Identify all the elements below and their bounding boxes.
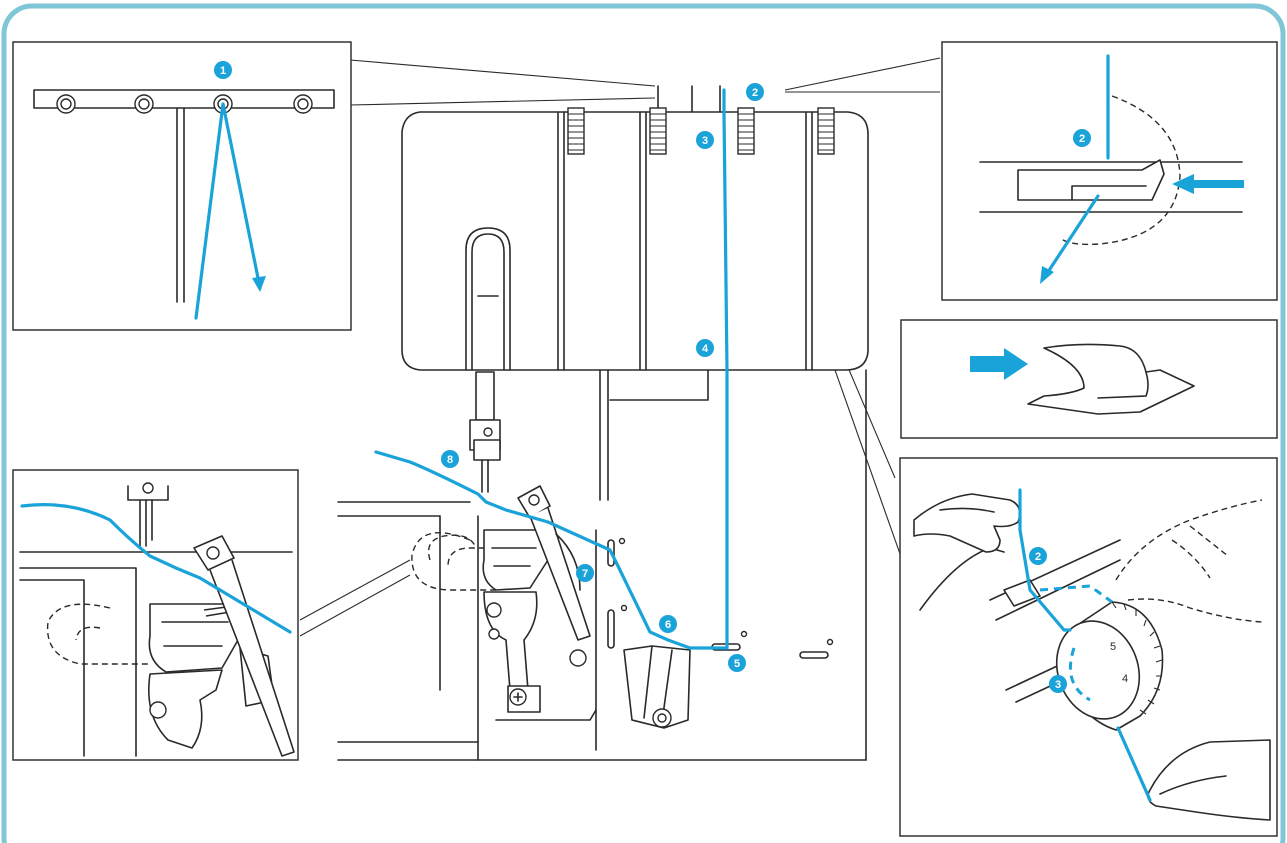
inset-thread-guide: 1 — [12, 41, 352, 331]
svg-text:3: 3 — [702, 135, 708, 147]
tension-knob — [649, 107, 667, 155]
svg-text:2: 2 — [1035, 551, 1041, 563]
step-badge-1: 1 — [214, 61, 232, 79]
step-badge-3: 3 — [696, 131, 714, 149]
step-badge-5: 5 — [728, 654, 746, 672]
inset-looper-closeup — [12, 469, 299, 761]
svg-text:4: 4 — [702, 343, 709, 355]
svg-text:1: 1 — [220, 65, 226, 77]
svg-text:3: 3 — [1055, 679, 1061, 691]
inset-tension-plate — [900, 319, 1278, 439]
svg-text:2: 2 — [1079, 133, 1085, 145]
svg-text:5: 5 — [734, 658, 740, 670]
svg-text:5: 5 — [1110, 641, 1116, 653]
step-badge-6: 6 — [659, 615, 677, 633]
outer-frame — [1, 3, 1286, 843]
tension-knob — [567, 107, 585, 155]
svg-text:8: 8 — [447, 454, 453, 466]
tension-knob — [817, 107, 835, 155]
main-thread — [374, 88, 729, 650]
step-badge-dial-2: 2 — [1029, 547, 1047, 565]
svg-text:2: 2 — [752, 87, 758, 99]
step-badge-2: 2 — [746, 83, 764, 101]
svg-text:7: 7 — [582, 568, 588, 580]
tension-knob — [737, 107, 755, 155]
inset-tension-disc: 2 — [941, 41, 1278, 301]
step-badge-7: 7 — [576, 564, 594, 582]
svg-text:6: 6 — [665, 619, 671, 631]
inset-dial-hands: 5 4 2 3 — [899, 457, 1278, 837]
step-badge-dial-3: 3 — [1049, 675, 1067, 693]
tension-dial: 5 4 — [1055, 601, 1164, 731]
machine-body — [299, 57, 941, 761]
svg-text:4: 4 — [1122, 673, 1128, 685]
step-badge-inset-2: 2 — [1073, 129, 1091, 147]
step-badge-8: 8 — [441, 450, 459, 468]
step-badge-4: 4 — [696, 339, 714, 357]
